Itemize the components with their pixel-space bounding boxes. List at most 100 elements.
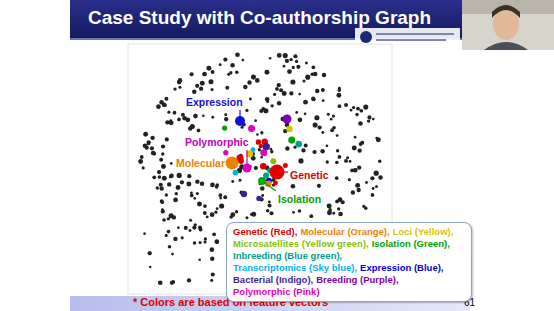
legend-text: Molecular (Orange),: [300, 226, 389, 237]
graph-vertex: [367, 115, 371, 119]
graph-vertex: [270, 158, 276, 164]
graph-vertex: [355, 113, 359, 117]
graph-vertex: [260, 156, 263, 159]
legend-color: Breeding (Purple),: [316, 274, 398, 286]
graph-vertex: [273, 93, 276, 96]
graph-vertex: [235, 210, 238, 213]
graph-vertex: [312, 150, 316, 154]
graph-vertex: [344, 103, 348, 107]
graph-vertex: [269, 57, 272, 60]
graph-vertex: [150, 146, 154, 150]
graph-vertex: [263, 108, 268, 113]
graph-vertex: [327, 210, 332, 215]
graph-vertex: [138, 159, 143, 164]
graph-vertex: [222, 125, 227, 130]
graph-vertex: [305, 62, 308, 65]
graph-vertex: [351, 190, 355, 194]
graph-vertex: [327, 113, 330, 116]
graph-vertex: [190, 72, 194, 76]
graph-vertex: [223, 195, 227, 199]
graph-vertex: [202, 72, 207, 77]
graph-vertex: [320, 149, 325, 154]
graph-vertex: [186, 182, 191, 187]
graph-vertex: [374, 171, 379, 176]
graph-vertex: [372, 187, 375, 190]
graph-vertex: [161, 164, 166, 169]
graph-vertex: [195, 179, 199, 183]
legend-text: Breeding (Purple),: [316, 274, 398, 285]
graph-vertex: [326, 144, 329, 147]
graph-vertex: [210, 257, 214, 261]
graph-vertex: [298, 118, 303, 123]
graph-vertex: [219, 63, 222, 66]
graph-vertex: [160, 199, 164, 203]
graph-vertex: [173, 198, 178, 203]
graph-vertex: [313, 122, 318, 127]
graph-vertex: [214, 211, 217, 214]
graph-vertex: [161, 209, 165, 213]
graph-vertex: [241, 191, 247, 197]
graph-vertex: [181, 113, 185, 117]
graph-vertex: [208, 79, 213, 84]
graph-vertex: [353, 168, 358, 173]
graph-vertex: [321, 131, 324, 134]
graph-vertex: [357, 166, 361, 170]
graph-vertex: [159, 186, 163, 190]
graph-vertex: [177, 226, 180, 229]
graph-vertex: [189, 219, 192, 222]
graph-vertex: [150, 136, 154, 140]
graph-vertex: [198, 258, 201, 261]
graph-vertex: [178, 86, 181, 89]
legend-text: Loci (Yellow),: [393, 226, 454, 237]
graph-vertex: [215, 185, 219, 189]
graph-label: Polymorphic: [185, 136, 249, 148]
graph-label: Molecular: [176, 157, 225, 169]
legend-color: Microsatellites (Yellow green),: [233, 238, 369, 250]
graph-vertex: [173, 87, 176, 90]
webcam-shoulders: [484, 42, 528, 50]
graph-vertex: [251, 75, 256, 80]
graph-vertex: [175, 192, 178, 195]
graph-vertex: [156, 186, 159, 189]
graph-vertex: [258, 148, 261, 151]
graph-vertex: [169, 119, 172, 122]
legend-text: Expression (Blue),: [360, 262, 443, 273]
graph-vertex: [322, 73, 326, 77]
graph-vertex: [277, 53, 282, 58]
graph-vertex: [171, 253, 174, 256]
legend-text: Inbreeding (Blue green),: [233, 250, 342, 261]
leader-line: [246, 150, 247, 167]
graph-vertex: [336, 93, 341, 98]
graph-vertex: [230, 63, 235, 68]
graph-vertex: [256, 196, 261, 201]
logo-emblem: [360, 31, 372, 43]
graph-vertex: [210, 212, 215, 217]
graph-vertex: [239, 179, 242, 182]
graph-vertex: [158, 175, 162, 179]
legend-text: Microsatellites (Yellow green),: [233, 238, 369, 249]
graph-vertex: [375, 185, 378, 188]
graph-vertex: [270, 150, 273, 153]
graph-vertex: [193, 114, 198, 119]
graph-vertex: [193, 197, 196, 200]
slide-title: Case Study with Co-authorship Graph: [88, 7, 431, 29]
legend-color: Polymorphic (Pink): [233, 286, 320, 298]
graph-vertex: [285, 146, 289, 150]
graph-vertex: [283, 115, 292, 124]
graph-vertex: [219, 193, 223, 197]
legend-text: Genetic (Red),: [233, 226, 297, 237]
graph-vertex: [286, 126, 293, 133]
graph-vertex: [241, 126, 244, 129]
graph-vertex: [275, 87, 279, 91]
graph-vertex: [165, 137, 169, 141]
logo-plate: [355, 28, 460, 46]
graph-vertex: [198, 225, 202, 229]
legend-text: Polymorphic (Pink): [233, 286, 320, 297]
graph-vertex: [371, 193, 375, 197]
graph-vertex: [260, 149, 267, 156]
graph-vertex: [214, 239, 219, 244]
graph-vertex: [238, 158, 244, 164]
graph-vertex: [376, 137, 381, 142]
graph-label: Isolation: [278, 193, 321, 205]
graph-vertex: [356, 107, 360, 111]
